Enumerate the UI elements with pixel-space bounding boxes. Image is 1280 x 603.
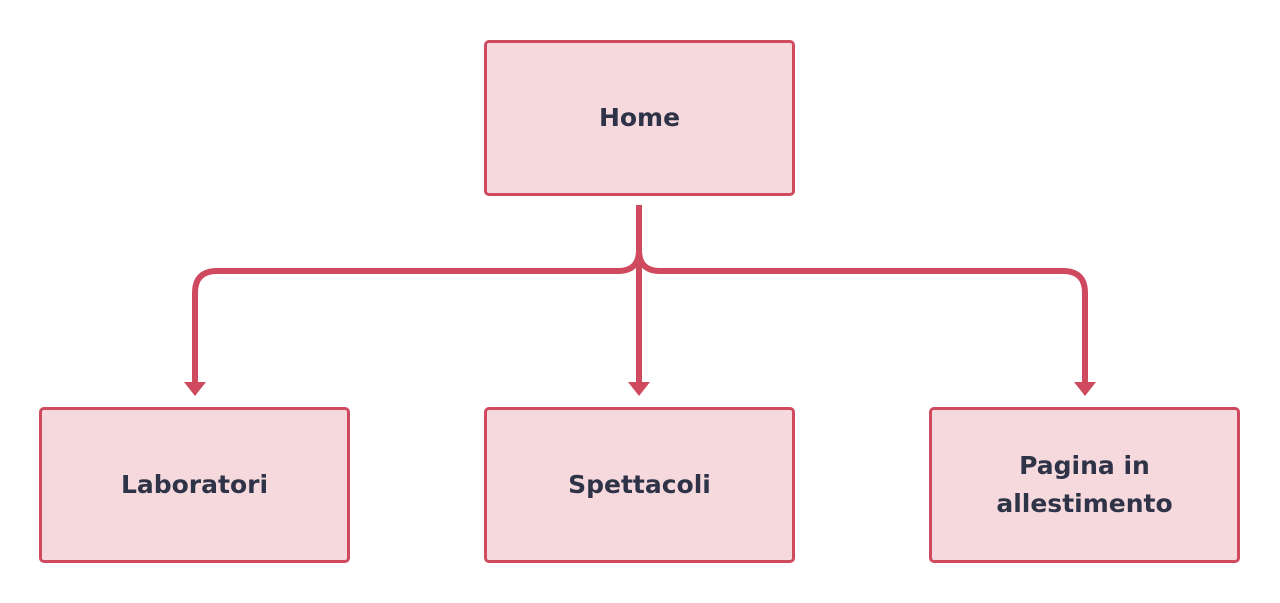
arrowhead-pagina bbox=[1074, 382, 1096, 396]
node-laboratori: Laboratori bbox=[39, 407, 350, 563]
node-pagina-label: Pagina in allestimento bbox=[996, 451, 1173, 518]
edge-home-to-pagina bbox=[636, 249, 1088, 383]
node-laboratori-label: Laboratori bbox=[120, 470, 269, 499]
node-home-label: Home bbox=[598, 103, 681, 132]
node-pagina-in-allestimento: Pagina in allestimento bbox=[929, 407, 1240, 563]
node-home: Home bbox=[484, 40, 795, 196]
node-spettacoli: Spettacoli bbox=[484, 407, 795, 563]
edge-home-to-laboratori bbox=[192, 205, 642, 383]
arrowhead-laboratori bbox=[184, 382, 206, 396]
node-spettacoli-label: Spettacoli bbox=[568, 470, 711, 499]
arrowhead-spettacoli bbox=[628, 382, 650, 396]
